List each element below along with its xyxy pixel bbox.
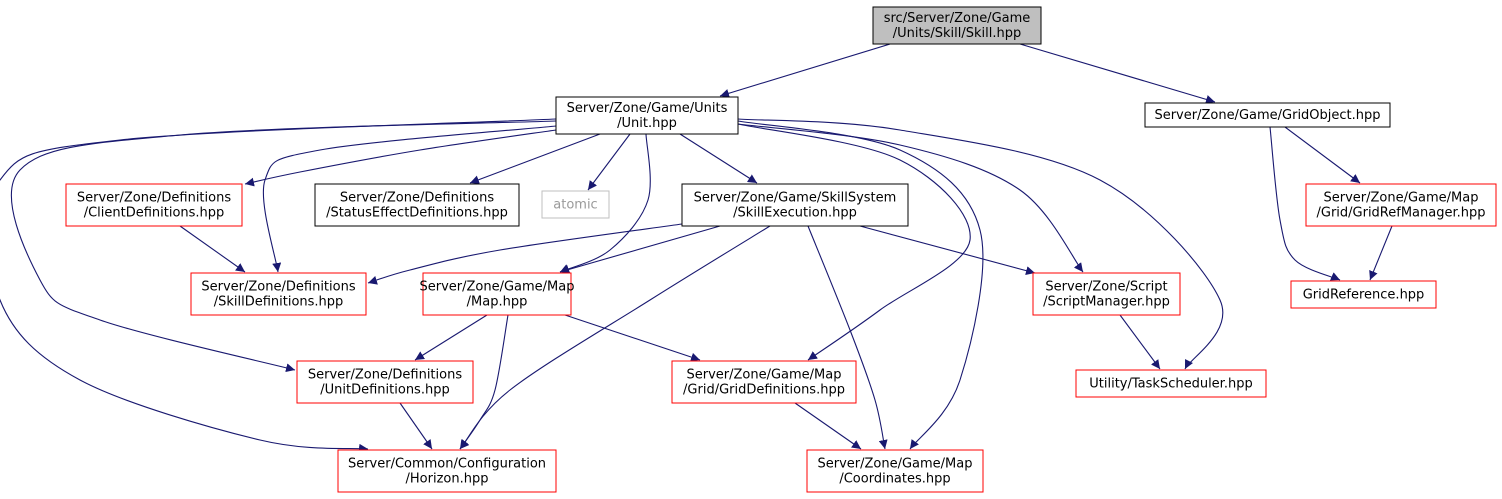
- node-label-line: /ClientDefinitions.hpp: [84, 206, 225, 221]
- edge-map-to-griddefs: [564, 314, 701, 362]
- edges-layer: [0, 43, 1393, 453]
- node-skillexec[interactable]: Server/Zone/Game/SkillSystem/SkillExecut…: [681, 183, 909, 227]
- node-label-line: Server/Zone/Game/Map: [1323, 191, 1478, 206]
- edge-gridobject-to-gridrefmgr: [1284, 126, 1361, 184]
- node-label-line: GridReference.hpp: [1303, 288, 1425, 303]
- edge-map-to-unitdefs: [414, 314, 488, 361]
- node-label-line: /StatusEffectDefinitions.hpp: [326, 206, 508, 221]
- node-gridref[interactable]: GridReference.hpp: [1290, 280, 1437, 309]
- edge-skillexec-to-horizon: [459, 225, 771, 450]
- node-map[interactable]: Server/Zone/Game/Map/Map.hpp: [419, 272, 575, 316]
- node-label-line: Server/Zone/Definitions: [308, 368, 462, 383]
- node-label-line: Server/Zone/Script: [1045, 280, 1167, 295]
- edge-unit-to-statusdefs: [469, 133, 601, 185]
- node-taskscheduler[interactable]: Utility/TaskScheduler.hpp: [1075, 369, 1267, 398]
- node-label-line: /Horizon.hpp: [406, 472, 489, 487]
- node-label-line: Server/Zone/Game/SkillSystem: [694, 191, 897, 206]
- edge-unitdefs-to-horizon: [399, 402, 433, 450]
- node-label-line: Server/Zone/Game/GridObject.hpp: [1154, 108, 1380, 123]
- edge-gridrefmgr-to-gridref: [1369, 225, 1393, 281]
- node-griddefs[interactable]: Server/Zone/Game/Map/Grid/GridDefinition…: [671, 360, 857, 404]
- edge-griddefs-to-coordinates: [794, 402, 862, 450]
- node-box: [65, 183, 243, 227]
- node-box: [296, 360, 474, 404]
- node-label-line: /ScriptManager.hpp: [1043, 295, 1170, 310]
- node-box: [671, 360, 857, 404]
- node-label-line: Server/Zone/Game/Map: [817, 457, 972, 472]
- edge-skillexec-to-skilldefs: [367, 223, 683, 285]
- node-coordinates[interactable]: Server/Zone/Game/Map/Coordinates.hpp: [806, 449, 984, 493]
- edge-skill-to-unit: [719, 43, 891, 98]
- node-scriptmgr[interactable]: Server/Zone/Script/ScriptManager.hpp: [1032, 272, 1181, 316]
- edge-skillexec-to-scriptmgr: [859, 225, 1036, 276]
- edge-unit-to-coordinates: [737, 120, 984, 450]
- node-box: [1305, 183, 1497, 227]
- node-statusdefs[interactable]: Server/Zone/Definitions/StatusEffectDefi…: [314, 183, 520, 227]
- node-box: [422, 272, 572, 316]
- node-atomic: atomic: [541, 190, 610, 219]
- edge-unit-to-clientdefs: [244, 129, 557, 187]
- node-unitdefs[interactable]: Server/Zone/Definitions/UnitDefinitions.…: [296, 360, 474, 404]
- node-skilldefs[interactable]: Server/Zone/Definitions/SkillDefinitions…: [190, 272, 367, 316]
- node-label-line: /SkillExecution.hpp: [733, 206, 857, 221]
- edge-clientdefs-to-skilldefs: [179, 225, 246, 273]
- edge-gridobject-to-gridref: [1269, 126, 1341, 281]
- node-unit[interactable]: Server/Zone/Game/Units/Unit.hpp: [555, 96, 739, 135]
- node-box: [1032, 272, 1181, 316]
- node-box: [1075, 369, 1267, 398]
- edge-skillexec-to-coordinates: [807, 225, 888, 450]
- node-gridobject[interactable]: Server/Zone/Game/GridObject.hpp: [1144, 102, 1391, 128]
- node-clientdefs[interactable]: Server/Zone/Definitions/ClientDefinition…: [65, 183, 243, 227]
- node-label-line: /Units/Skill/Skill.hpp: [893, 26, 1021, 41]
- node-box: [541, 190, 610, 219]
- edge-scriptmgr-to-taskscheduler: [1119, 314, 1161, 370]
- node-label-line: Server/Common/Configuration: [348, 457, 546, 472]
- node-label-line: /Unit.hpp: [617, 116, 677, 131]
- edge-unit-to-horizon: [0, 118, 557, 453]
- node-box: [1290, 280, 1437, 309]
- node-box: [314, 183, 520, 227]
- node-label-line: /Grid/GridDefinitions.hpp: [683, 383, 845, 398]
- node-label-line: Server/Zone/Definitions: [340, 191, 494, 206]
- node-box: [806, 449, 984, 493]
- node-label-line: Server/Zone/Definitions: [201, 280, 355, 295]
- node-gridrefmgr[interactable]: Server/Zone/Game/Map/Grid/GridRefManager…: [1305, 183, 1497, 227]
- node-label-line: src/Server/Zone/Game: [884, 11, 1031, 26]
- node-box: [337, 449, 557, 493]
- node-label-line: /Map.hpp: [467, 295, 528, 310]
- node-box: [681, 183, 909, 227]
- edge-unit-to-skilldefs: [262, 125, 557, 273]
- node-box: [872, 6, 1042, 45]
- node-box: [1144, 102, 1391, 128]
- node-label-line: /UnitDefinitions.hpp: [320, 383, 449, 398]
- node-label-line: Server/Zone/Game/Map: [686, 368, 841, 383]
- edge-skillexec-to-map: [559, 225, 721, 274]
- node-label-line: /SkillDefinitions.hpp: [214, 295, 344, 310]
- edge-skill-to-gridobject: [1019, 43, 1216, 104]
- node-label-line: Server/Zone/Game/Map: [419, 280, 574, 295]
- edge-unit-to-taskscheduler: [737, 118, 1224, 370]
- node-label-line: Utility/TaskScheduler.hpp: [1089, 377, 1252, 392]
- node-box: [555, 96, 739, 135]
- node-box: [190, 272, 367, 316]
- edge-map-to-horizon: [459, 314, 509, 450]
- node-label-line: Server/Zone/Definitions: [77, 191, 231, 206]
- edge-unit-to-atomic: [587, 133, 631, 191]
- edge-unit-to-skillexec: [679, 133, 758, 184]
- node-label-line: atomic: [553, 198, 597, 213]
- node-skill[interactable]: src/Server/Zone/Game/Units/Skill/Skill.h…: [872, 6, 1042, 45]
- node-label-line: Server/Zone/Game/Units: [567, 101, 728, 116]
- nodes-layer: src/Server/Zone/Game/Units/Skill/Skill.h…: [65, 6, 1497, 493]
- node-label-line: /Grid/GridRefManager.hpp: [1316, 206, 1485, 221]
- edge-unit-to-map: [559, 133, 651, 273]
- node-label-line: /Coordinates.hpp: [839, 472, 950, 487]
- edge-unit-to-scriptmgr: [737, 123, 1084, 273]
- edge-unit-to-griddefs: [737, 123, 971, 361]
- node-horizon[interactable]: Server/Common/Configuration/Horizon.hpp: [337, 449, 557, 493]
